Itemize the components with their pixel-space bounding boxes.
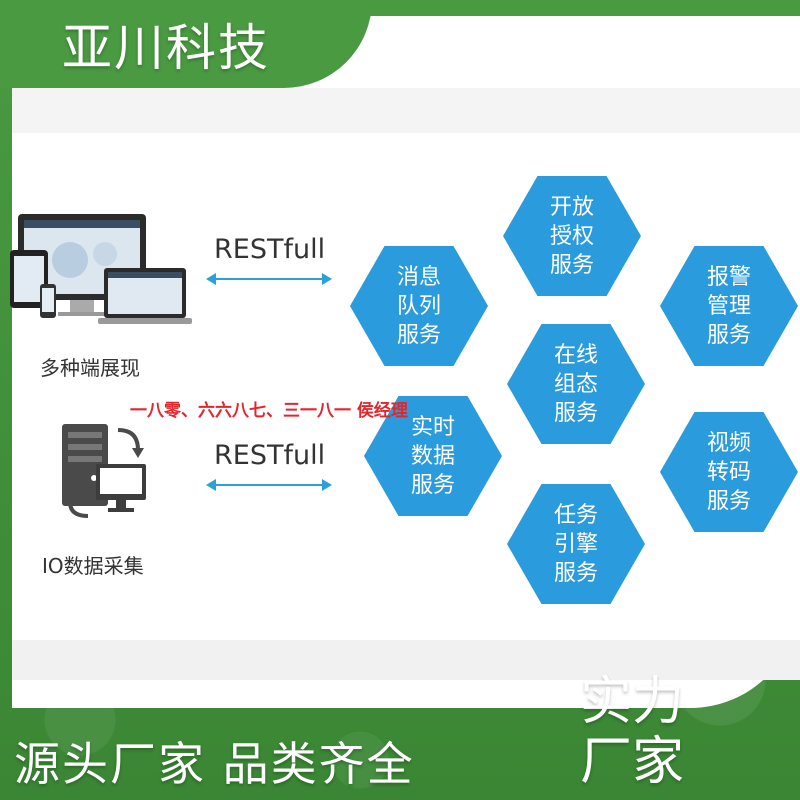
slogan-right-line2: 厂家 bbox=[580, 732, 685, 792]
slogan-right: 实力 厂家 bbox=[580, 672, 684, 792]
service-hex-message-queue: 消息 队列 服务 bbox=[350, 246, 488, 366]
double-arrow-top bbox=[206, 273, 332, 285]
multi-device-icon bbox=[10, 214, 192, 324]
contact-overlay-text: 一八零、六六八七、三一八一 侯经理 bbox=[130, 401, 408, 421]
brand-title: 亚川科技 bbox=[62, 19, 270, 77]
service-hex-realtime-data: 实时 数据 服务 bbox=[364, 396, 502, 516]
service-hex-task-engine: 任务 引擎 服务 bbox=[507, 484, 645, 604]
restfull-label-bottom: RESTfull bbox=[214, 440, 326, 471]
service-hex-online-config: 在线 组态 服务 bbox=[507, 324, 645, 444]
multi-device-label: 多种端展现 bbox=[40, 356, 140, 380]
diagram-bottom-band bbox=[12, 640, 800, 680]
slogan-left: 源头厂家 品类齐全 bbox=[14, 737, 415, 791]
double-arrow-bottom bbox=[206, 479, 332, 491]
brand-header-area bbox=[0, 0, 372, 88]
restfull-label-top: RESTfull bbox=[214, 234, 326, 265]
service-hex-alarm-management: 报警 管理 服务 bbox=[660, 246, 798, 366]
io-collection-label: IO数据采集 bbox=[42, 554, 144, 578]
diagram-top-band bbox=[12, 88, 800, 133]
service-hex-open-auth: 开放 授权 服务 bbox=[503, 176, 641, 296]
slogan-right-line1: 实力 bbox=[580, 672, 685, 732]
service-hex-video-transcode: 视频 转码 服务 bbox=[660, 412, 798, 532]
server-sync-icon bbox=[62, 424, 146, 518]
